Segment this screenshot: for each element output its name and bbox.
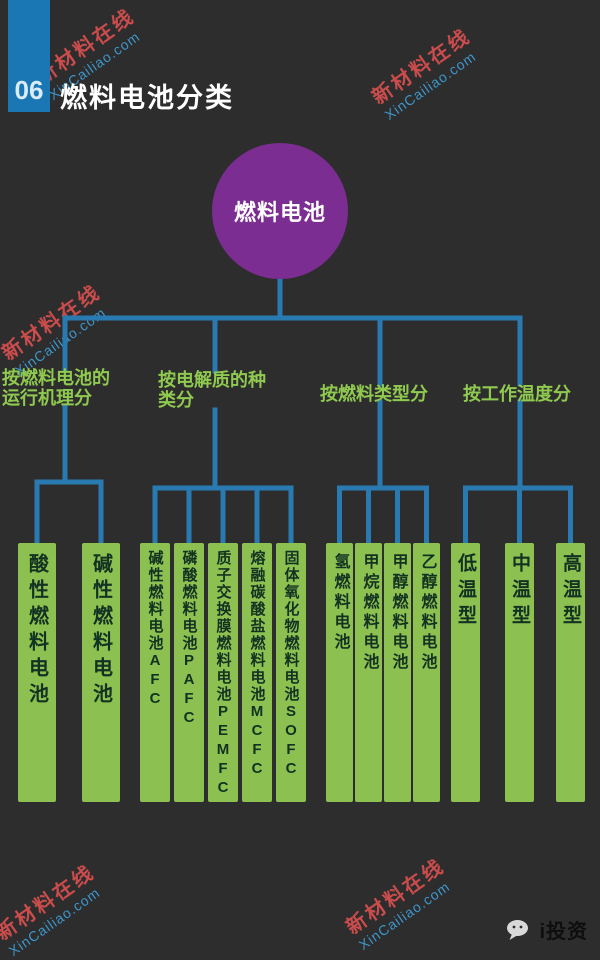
leaf-low-temperature: 低温型 [451, 543, 480, 802]
branch-label-temperature: 按工作温度分 [463, 384, 571, 404]
leaf-label: 高温型 [560, 553, 581, 631]
leaf-label: 甲醇燃料电池 [389, 553, 407, 673]
branch-label-mechanism: 按燃料电池的运行机理分 [2, 368, 110, 408]
leaf-label: 磷酸燃料电池PAFC [180, 550, 198, 728]
leaf-pemfc: 质子交换膜燃料电池PEMFC [208, 543, 238, 802]
section-number-badge: 06 [8, 0, 50, 112]
leaf-mid-temperature: 中温型 [505, 543, 534, 802]
leaf-sofc: 固体氧化物燃料电池SOFC [276, 543, 306, 802]
wechat-icon [507, 919, 529, 940]
leaf-acid-fuel-cell: 酸性燃料电池 [18, 543, 56, 802]
leaf-label: 甲烷燃料电池 [360, 553, 378, 673]
leaf-mcfc: 熔融碳酸盐燃料电池MCFC [242, 543, 272, 802]
leaf-label: 固体氧化物燃料电池SOFC [282, 550, 300, 779]
leaf-label: 熔融碳酸盐燃料电池MCFC [248, 550, 266, 779]
leaf-ethanol-fuel-cell: 乙醇燃料电池 [413, 543, 440, 802]
leaf-label: 乙醇燃料电池 [418, 553, 436, 673]
leaf-hydrogen-fuel-cell: 氢燃料电池 [326, 543, 353, 802]
leaf-label: 氢燃料电池 [331, 553, 349, 653]
root-node-fuel-cell: 燃料电池 [212, 143, 348, 279]
footer-brand: i投资 [506, 915, 588, 944]
leaf-label: 中温型 [509, 553, 530, 631]
branch-label-electrolyte: 按电解质的种类分 [158, 370, 266, 410]
leaf-methanol-fuel-cell: 甲醇燃料电池 [384, 543, 411, 802]
leaf-afc: 碱性燃料电池AFC [140, 543, 170, 802]
leaf-label: 碱性燃料电池 [89, 553, 112, 709]
root-node-label: 燃料电池 [233, 200, 326, 225]
leaf-label: 低温型 [455, 553, 476, 631]
leaf-label: 碱性燃料电池AFC [146, 550, 164, 709]
leaf-methane-fuel-cell: 甲烷燃料电池 [355, 543, 382, 802]
footer-brand-text: i投资 [539, 921, 588, 943]
leaf-alkaline-fuel-cell: 碱性燃料电池 [82, 543, 120, 802]
branch-label-fuel-type: 按燃料类型分 [320, 384, 428, 404]
leaf-label: 酸性燃料电池 [25, 553, 48, 709]
leaf-pafc: 磷酸燃料电池PAFC [174, 543, 204, 802]
page-title: 燃料电池分类 [60, 83, 234, 113]
leaf-label: 质子交换膜燃料电池PEMFC [214, 550, 232, 798]
section-number: 06 [14, 75, 44, 105]
leaf-high-temperature: 高温型 [556, 543, 585, 802]
